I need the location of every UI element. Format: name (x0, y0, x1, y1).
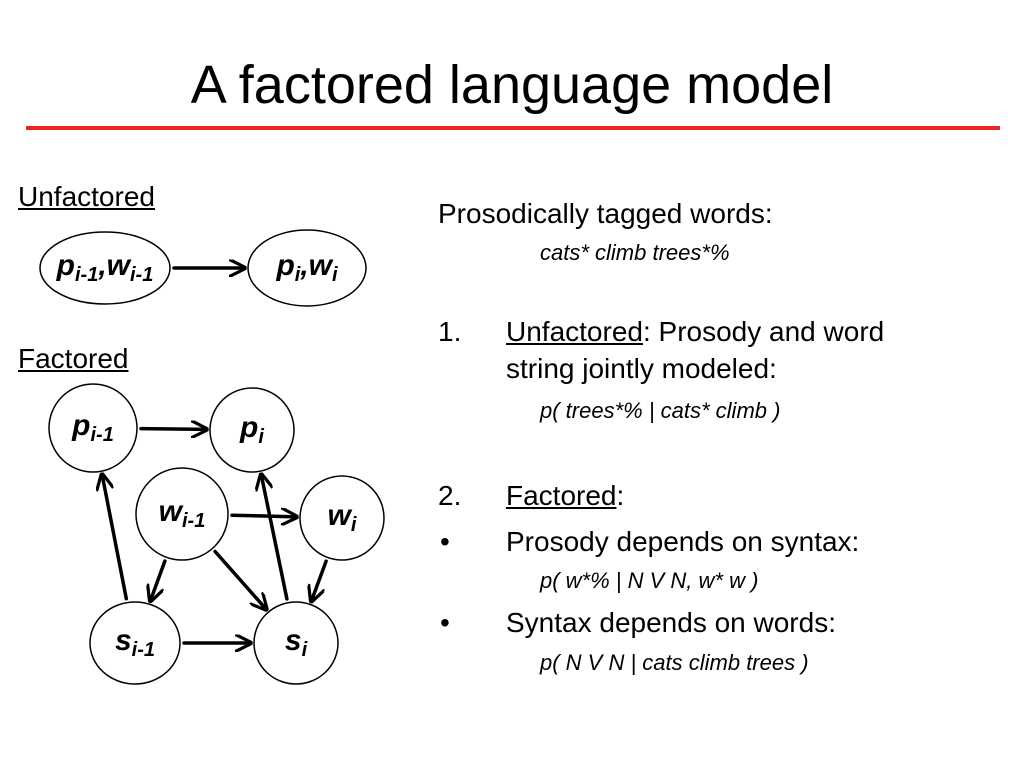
item1-example: p( trees*% | cats* climb ) (540, 398, 781, 423)
node-u_prev (39, 231, 171, 305)
unfactored-heading: Unfactored (18, 181, 155, 212)
item1-number: 1. (438, 316, 462, 347)
node-s_prev (89, 601, 181, 685)
edge-p_prev-to-p_cur (139, 429, 209, 430)
edge-w_prev-to-w_cur (230, 515, 299, 517)
item1-rest: : Prosody and word (642, 316, 885, 347)
title-divider (26, 126, 1000, 130)
node-u_cur (247, 229, 367, 307)
item2-number: 2. (438, 480, 462, 511)
bullet-1-symbol: • (440, 526, 450, 557)
node-p_cur (209, 387, 295, 473)
edge-w_prev-to-s_cur (213, 549, 267, 610)
edge-s_cur-to-p_cur (261, 474, 289, 601)
edge-s_prev-to-p_prev (102, 474, 129, 601)
item2-rest: : (616, 480, 625, 511)
bullet-2-symbol: • (440, 607, 450, 638)
bullet-2-example: p( N V N | cats climb trees ) (540, 650, 809, 675)
factored-heading: Factored (18, 343, 129, 374)
node-s_cur (253, 601, 339, 685)
edge-w_cur-to-s_cur (311, 559, 328, 601)
bullet-1-example: p( w*% | N V N, w* w ) (540, 568, 759, 593)
node-w_cur (299, 475, 385, 561)
intro-text: Prosodically tagged words: (438, 198, 773, 229)
item1-text: Unfactored: Prosody and word (506, 314, 884, 350)
item2-term: Factored (506, 480, 617, 511)
bullet-1-text: Prosody depends on syntax: (506, 526, 860, 557)
node-p_prev (48, 383, 138, 473)
node-w_prev (135, 467, 229, 561)
intro-example: cats* climb trees*% (540, 240, 730, 265)
bullet-2-text: Syntax depends on words: (506, 607, 836, 638)
item2-text: Factored: (506, 478, 624, 514)
item1-term: Unfactored (506, 316, 643, 347)
item1-line2: string jointly modeled: (506, 353, 777, 384)
edge-w_prev-to-s_prev (150, 559, 167, 601)
slide-title: A factored language model (190, 55, 834, 115)
